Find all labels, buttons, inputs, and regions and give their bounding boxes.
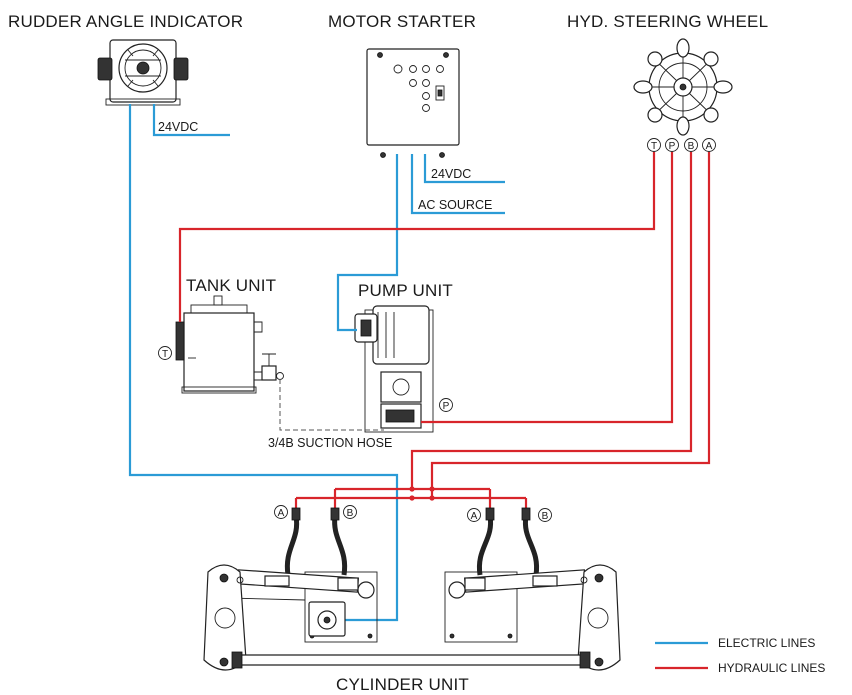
line-junction-dots [409,486,435,501]
cylinder-unit-label: CYLINDER UNIT [336,675,469,694]
wheel-port-a: A [706,141,713,152]
pump-port-circle [439,398,453,412]
motor-starter-box [366,48,460,158]
cyl-left-port-b: B [347,508,354,519]
electric-lines [128,104,505,622]
pump-port-p: P [443,401,450,412]
hyd-steering-wheel [633,38,733,136]
tank-port-circle [158,346,172,360]
cyl-left-port-a: A [278,508,285,519]
tank-unit-label: TANK UNIT [186,276,276,295]
suction-hose-label: 3/4B SUCTION HOSE [268,436,392,450]
cylinder-ports: A B A B [274,505,552,522]
wheel-ports: T P B A [647,138,716,152]
legend-hydraulic-label: HYDRAULIC LINES [718,661,825,675]
motor-starter-label: MOTOR STARTER [328,12,476,31]
pump-unit-label: PUMP UNIT [358,281,453,300]
cyl-right-port-a: A [471,511,478,522]
wheel-port-b: B [688,141,695,152]
cyl-right-port-b: B [542,511,549,522]
indicator-lamp [393,64,403,74]
hyd-steering-wheel-label: HYD. STEERING WHEEL [567,12,768,31]
ac-source-label: AC SOURCE [418,198,492,212]
rudder-angle-indicator-label: RUDDER ANGLE INDICATOR [8,12,243,31]
wheel-port-t: T [651,141,657,152]
tank-port-t: T [162,349,168,360]
tank-unit [175,295,284,394]
rudder-angle-indicator [97,39,189,106]
cylinder-unit [203,507,621,671]
wheel-port-p: P [669,141,676,152]
starter-24vdc-label: 24VDC [431,167,471,181]
suction-hose-line [279,379,384,431]
pump-unit [354,305,434,433]
indicator-24vdc-label: 24VDC [158,120,198,134]
legend: ELECTRIC LINES HYDRAULIC LINES [655,636,825,675]
legend-electric-label: ELECTRIC LINES [718,636,815,650]
